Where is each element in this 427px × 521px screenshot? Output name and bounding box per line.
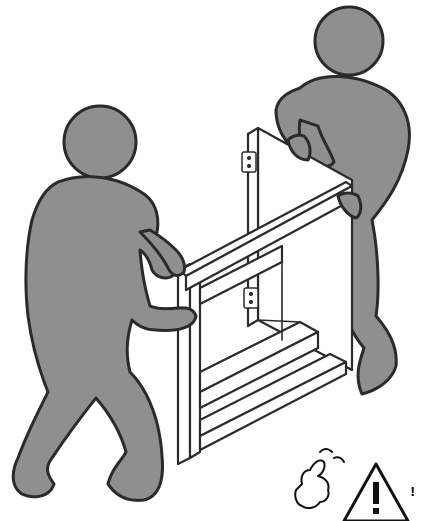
cabinet-front-left-panel <box>190 264 200 458</box>
hand-thumb-icon <box>295 449 344 508</box>
cabinet-front-left-edge <box>178 264 190 464</box>
warning-mark: ! <box>410 485 415 499</box>
left-person <box>13 106 196 500</box>
cabinet <box>178 128 352 464</box>
hinge-lower-screw <box>249 300 253 304</box>
left-person-head <box>64 106 136 178</box>
right-person-head <box>315 7 383 75</box>
warning-group: ! <box>295 449 415 521</box>
hinge-upper-screw <box>247 156 251 160</box>
hinge-lower-screw <box>249 292 253 296</box>
hinge-upper <box>242 152 256 172</box>
warning-triangle-icon <box>344 464 408 521</box>
hinge-upper-screw <box>247 164 251 168</box>
left-person-body <box>13 177 196 501</box>
hinge-lower <box>244 288 258 308</box>
